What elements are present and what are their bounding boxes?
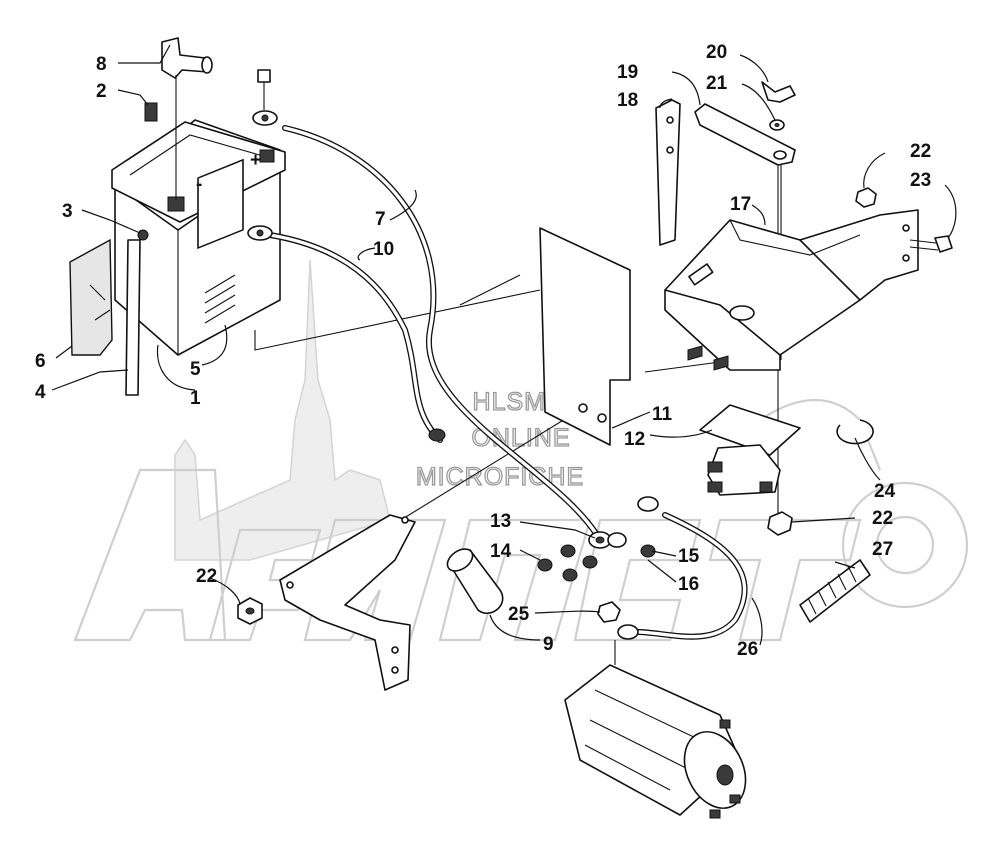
callout-22-rod: 22 bbox=[872, 508, 893, 529]
callouts: 8 2 3 6 4 5 1 7 10 11 12 13 14 15 16 17 … bbox=[35, 42, 931, 660]
bracket-nut bbox=[237, 597, 263, 625]
starter-cable bbox=[617, 496, 748, 640]
wing-nut bbox=[761, 81, 796, 103]
positive-cable bbox=[252, 69, 603, 543]
callout-16: 16 bbox=[678, 574, 699, 595]
tray-bolt bbox=[909, 235, 953, 253]
negative-mark: - bbox=[196, 174, 202, 195]
positive-mark: + bbox=[250, 150, 261, 171]
callout-8: 8 bbox=[96, 54, 107, 75]
callout-17: 17 bbox=[730, 194, 751, 215]
watermark-wheel-hub bbox=[875, 515, 935, 575]
vent-tube bbox=[125, 229, 149, 396]
leader-lines bbox=[51, 44, 957, 646]
callout-13: 13 bbox=[490, 511, 511, 532]
callout-12: 12 bbox=[624, 429, 645, 450]
callout-15: 15 bbox=[678, 546, 700, 567]
tray-nut bbox=[855, 187, 877, 208]
construction-line-plate bbox=[459, 274, 521, 306]
callout-25: 25 bbox=[508, 604, 530, 625]
callout-18: 18 bbox=[617, 90, 638, 111]
vent-cap bbox=[144, 102, 158, 122]
negative-cable bbox=[247, 225, 446, 443]
callout-7: 7 bbox=[375, 209, 386, 230]
bracket-strap bbox=[655, 99, 681, 246]
terminal-hardware bbox=[537, 531, 656, 623]
starter-motor bbox=[564, 640, 747, 819]
callout-4: 4 bbox=[35, 382, 46, 403]
washer bbox=[769, 119, 785, 131]
callout-24: 24 bbox=[874, 481, 896, 502]
battery-pad bbox=[69, 238, 113, 356]
watermark-spire bbox=[174, 259, 391, 561]
callout-27: 27 bbox=[872, 539, 893, 560]
terminal-boot bbox=[446, 548, 504, 614]
starter-solenoid bbox=[699, 404, 801, 496]
callout-22-tray: 22 bbox=[910, 141, 931, 162]
watermark-fender bbox=[759, 399, 882, 471]
callout-9: 9 bbox=[543, 634, 554, 655]
callout-19: 19 bbox=[617, 62, 638, 83]
callout-26: 26 bbox=[737, 639, 758, 660]
mounting-plate bbox=[539, 227, 631, 446]
callout-20: 20 bbox=[706, 42, 727, 63]
callout-14: 14 bbox=[490, 541, 512, 562]
battery-tray bbox=[664, 209, 919, 371]
callout-6: 6 bbox=[35, 351, 46, 372]
tube-clamp bbox=[137, 229, 149, 241]
construction-line-battery bbox=[254, 289, 541, 351]
callout-21: 21 bbox=[706, 73, 728, 94]
terminal-cover bbox=[161, 37, 213, 200]
callout-1: 1 bbox=[190, 388, 201, 409]
spring bbox=[799, 559, 871, 623]
snap-ring bbox=[836, 419, 874, 445]
callout-2: 2 bbox=[96, 81, 107, 102]
callout-22-bracket: 22 bbox=[196, 566, 217, 587]
callout-10: 10 bbox=[373, 239, 394, 260]
battery-label bbox=[197, 158, 244, 249]
callout-23: 23 bbox=[910, 170, 931, 191]
callout-5: 5 bbox=[190, 359, 201, 380]
battery-terminal-positive bbox=[259, 149, 275, 163]
callout-3: 3 bbox=[62, 201, 73, 222]
hold-down-strap bbox=[694, 103, 796, 166]
rod-nut bbox=[767, 511, 793, 536]
watermark-line-2: ONLINE bbox=[471, 424, 570, 452]
battery: + - bbox=[111, 119, 286, 356]
engine-bracket bbox=[279, 514, 416, 691]
watermark-line-3: MICROFICHE bbox=[416, 463, 584, 491]
callout-11: 11 bbox=[652, 404, 673, 425]
watermark-wheel bbox=[841, 481, 969, 609]
